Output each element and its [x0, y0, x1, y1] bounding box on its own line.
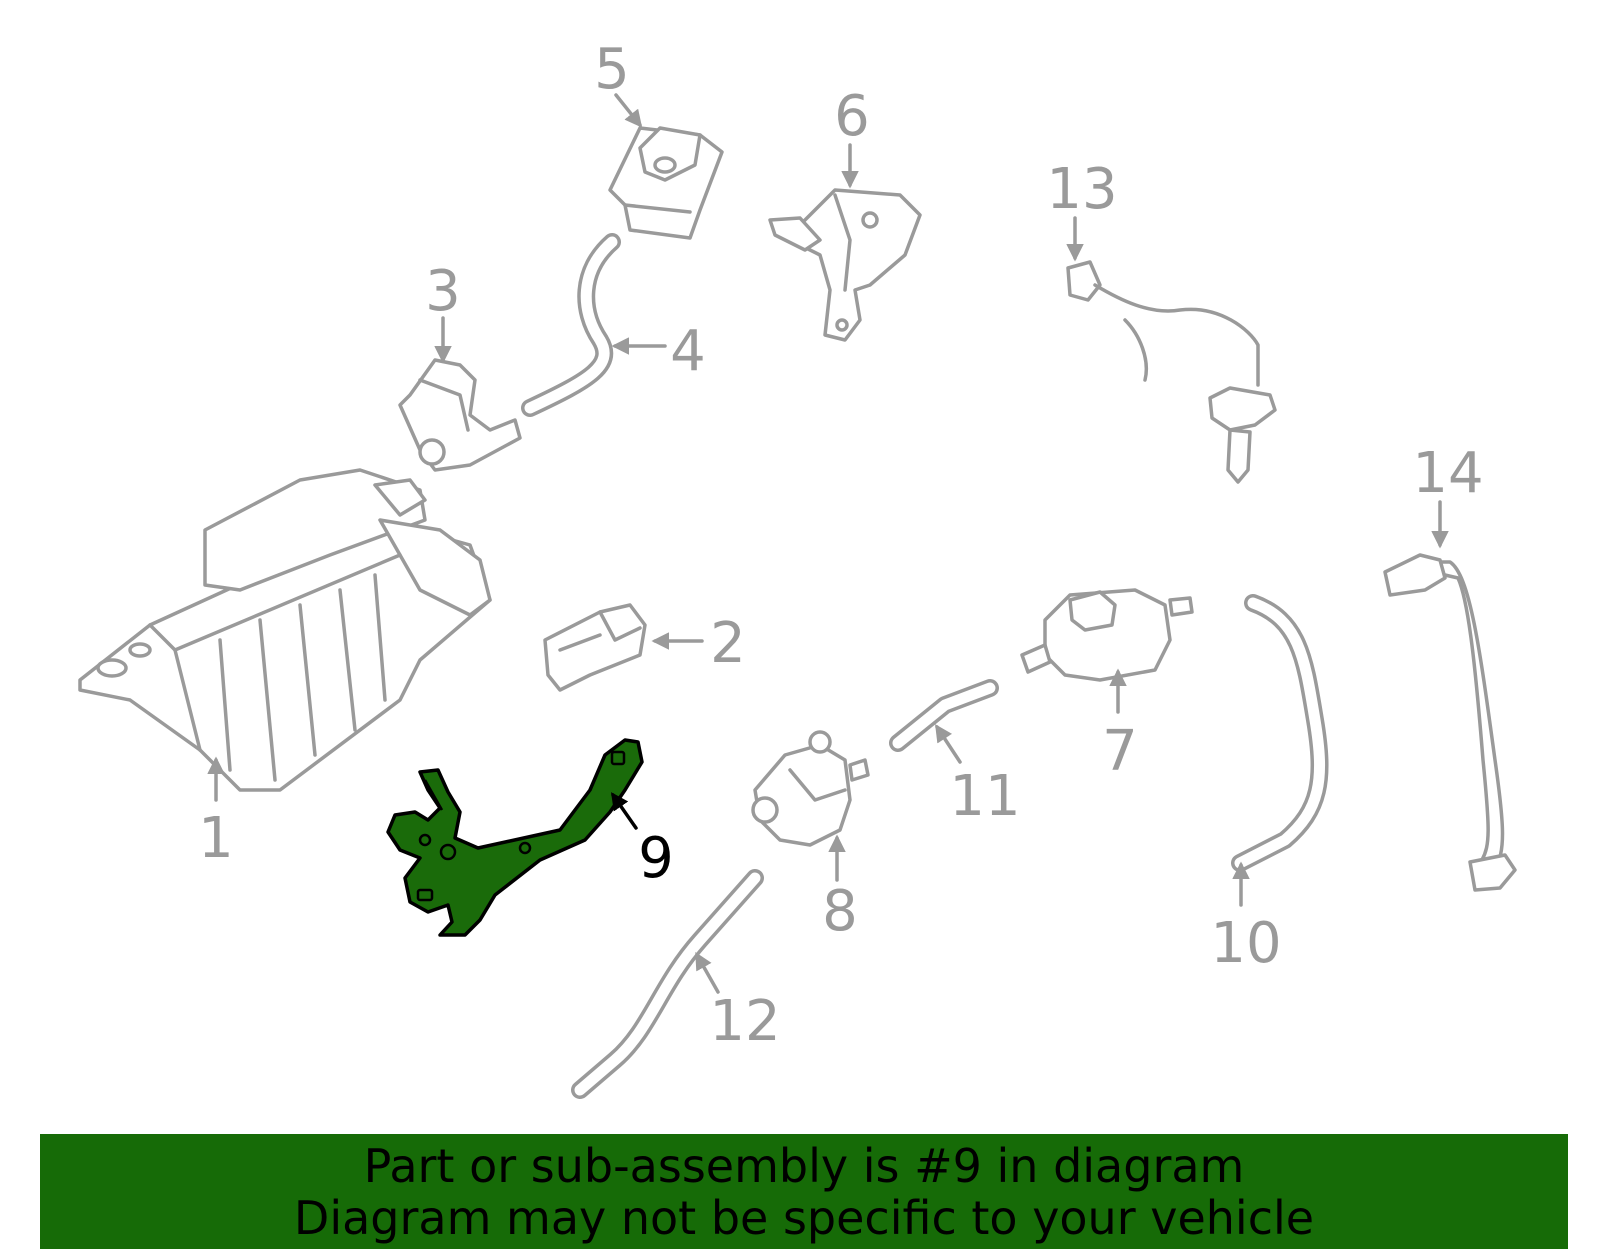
callout-14: 14	[1412, 441, 1484, 549]
callout-label-8: 8	[822, 879, 858, 944]
callout-11: 11	[935, 724, 1021, 829]
callout-label-13: 13	[1046, 157, 1117, 222]
callout-label-4: 4	[670, 319, 706, 384]
callout-label-2: 2	[710, 611, 746, 676]
callout-7: 7	[1102, 668, 1138, 784]
part-10-hose[interactable]	[1231, 594, 1329, 872]
part-14-pipe[interactable]	[1383, 553, 1517, 892]
part-12-hose[interactable]	[571, 869, 764, 1099]
part-7-solenoid[interactable]	[1020, 588, 1194, 682]
callout-label-10: 10	[1210, 911, 1281, 976]
part-13-sensor[interactable]	[1066, 260, 1277, 484]
callout-label-9: 9	[638, 826, 674, 891]
callout-5: 5	[594, 37, 643, 128]
part-11-hose[interactable]	[889, 679, 999, 752]
callout-1: 1	[198, 756, 234, 871]
part-4-hose[interactable]	[521, 233, 621, 417]
callout-label-3: 3	[425, 259, 461, 324]
info-banner: Part or sub-assembly is #9 in diagram Di…	[40, 1134, 1568, 1249]
callout-label-5: 5	[594, 37, 630, 102]
part-5-filter[interactable]	[608, 126, 724, 240]
callout-9: 9	[610, 792, 674, 891]
part-1-canister[interactable]	[78, 468, 492, 792]
part-2-sensor[interactable]	[543, 603, 647, 692]
callout-label-7: 7	[1102, 719, 1138, 784]
callout-6: 6	[834, 84, 870, 189]
banner-line-2: Diagram may not be specific to your vehi…	[293, 1191, 1315, 1245]
part-8-valve[interactable]	[751, 730, 870, 847]
callout-3: 3	[425, 259, 461, 364]
banner-line-1: Part or sub-assembly is #9 in diagram	[363, 1139, 1245, 1193]
callout-label-14: 14	[1412, 441, 1483, 506]
callout-8: 8	[822, 834, 858, 944]
parts-diagram: 1 2 3 4 5 6 7 8 9 10 11 12	[78, 37, 1517, 1099]
callout-4: 4	[611, 319, 706, 384]
part-9-bracket-highlighted[interactable]	[386, 738, 644, 937]
callout-label-1: 1	[198, 806, 234, 871]
callout-12: 12	[695, 951, 781, 1054]
callout-label-11: 11	[949, 764, 1020, 829]
part-6-bracket[interactable]	[768, 188, 922, 342]
callout-label-6: 6	[834, 84, 870, 149]
callout-label-12: 12	[709, 989, 780, 1054]
callout-13: 13	[1046, 157, 1118, 262]
callout-10: 10	[1210, 861, 1282, 976]
callout-2: 2	[651, 611, 746, 676]
part-3-valve[interactable]	[398, 358, 522, 472]
